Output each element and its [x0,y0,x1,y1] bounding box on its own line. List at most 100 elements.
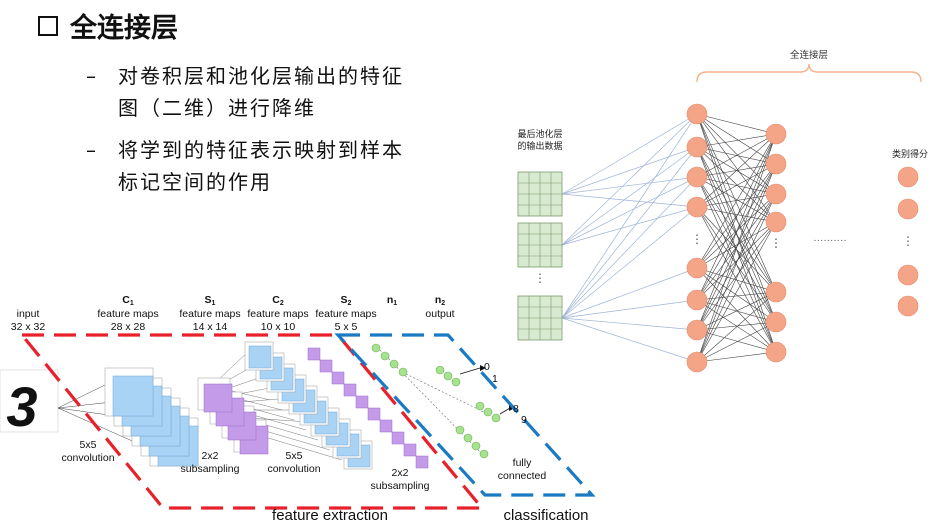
c1-label: feature maps [97,308,158,320]
fc-edge [696,193,777,363]
fc-input-edge [561,267,698,319]
s2-feature-map [307,347,321,361]
fc-edge [696,163,777,331]
bullet-item: – 将学到的特征表示映射到样本 标记空间的作用 [86,134,404,198]
fc-layer1-node [686,166,708,188]
fc-edge [696,133,777,301]
fc-input-edge [561,176,698,319]
c2-head-letter: C [272,294,280,306]
output-0: 0 [484,361,490,373]
fc-edge [696,113,777,165]
sub1-size: 2x2 [202,450,219,462]
fc-edge [696,113,777,353]
fc-edge [696,133,777,363]
fc-input-edge [561,317,698,331]
input-image [0,369,59,433]
fc-output-node [897,166,919,188]
fc-edge [696,221,777,301]
fc-layer2-node [765,211,787,233]
n2-head: n2 [435,294,445,307]
output-arrowhead [480,365,486,371]
bullet-item: – 对卷积层和池化层输出的特征 图（二维）进行降维 [86,60,404,124]
input-label-line1: 最后池化层 [517,128,562,139]
c1-feature-map [112,375,154,417]
n1-neuron [371,343,381,353]
c2-head: C2 [272,294,284,307]
fc-edge [696,193,777,331]
fc-edge [696,163,777,363]
cnn-diagram: input 32 x 32 C1 feature maps 28 x 28 S1… [0,294,596,524]
fc-edge [696,221,777,269]
fc-input-edge [561,113,698,319]
fc-connections [561,113,777,363]
slide-heading: 全连接层 [38,6,178,45]
connected-label: connected [498,470,547,482]
n1-neuron [479,449,489,459]
n2-head-letter: n [435,294,441,306]
fc-edge [696,113,777,195]
fc-edge [696,133,777,208]
conv1-size: 5x5 [80,439,97,451]
fc-layer1-node [686,289,708,311]
s1-feature-map [203,383,233,413]
classification-label: classification [503,507,588,524]
s2-feature-map [343,383,357,397]
fc-bracket [696,63,922,83]
feature-extraction-outline [18,333,486,510]
fc-layer1-node [686,196,708,218]
pool-grids [517,171,563,341]
n1-neuron [455,425,465,435]
c1-size: 28 x 28 [111,321,146,333]
operation-labels: 5x5 convolution 2x2 subsampling 5x5 conv… [61,439,546,492]
s2-feature-map [379,419,393,433]
fc-input-edge [561,146,698,195]
c1-head: C1 [122,294,134,307]
fc-edge [696,133,777,178]
conv2-label: convolution [267,463,320,475]
fc-edge [696,163,777,269]
bullet-dash: – [86,64,98,88]
fc-edge [696,221,777,331]
fc-input-edge [561,176,698,195]
bullet-line: 对卷积层和池化层输出的特征 [118,64,404,88]
n2-neuron [451,377,461,387]
fc-output-node [897,198,919,220]
s2-head: S2 [341,294,352,307]
s1-label: feature maps [179,308,240,320]
layer1-ellipsis: ⋮ [691,232,703,246]
fc-dotted-line [405,373,501,421]
output-9: 9 [521,414,527,426]
sub1-label: subsampling [181,463,240,475]
fc-edge [696,146,777,223]
n2-label: output [425,308,454,320]
fc-edge [696,221,777,363]
horizontal-ellipsis: ·········· [813,235,846,246]
fc-diagram: 全连接层 最后池化层 的输出数据 类别得分 ⋮ ⋮ ⋮ ·········· ⋮ [517,49,928,373]
output-1: 1 [492,373,498,385]
output-arrow [459,367,481,375]
fc-edge [696,206,777,323]
s2-feature-map [403,443,417,457]
s2-feature-map [415,455,429,469]
fc-edge [696,206,777,293]
bullet-line: 将学到的特征表示映射到样本 [118,138,404,162]
n2-neuron [475,401,485,411]
input-size: 32 x 32 [11,321,46,333]
fc-edge [696,113,777,223]
fc-layer1-node [686,257,708,279]
n1-neuron [471,441,481,451]
fc-input-edge [561,206,698,319]
conv2-line [217,349,251,381]
s2-feature-map [367,407,381,421]
fc-input-edge [561,206,698,246]
s2-label: feature maps [315,308,376,320]
n1-neuron [380,351,390,361]
fc-input-edge [561,193,698,208]
fc-layer2-node [765,123,787,145]
n2-head-sub: 2 [441,300,445,307]
fully-label: fully [513,457,532,469]
n2-neuron [483,407,493,417]
fc-edge [696,113,777,293]
output-ellipsis: ⋮ [902,234,914,248]
fc-layer1-node [686,319,708,341]
